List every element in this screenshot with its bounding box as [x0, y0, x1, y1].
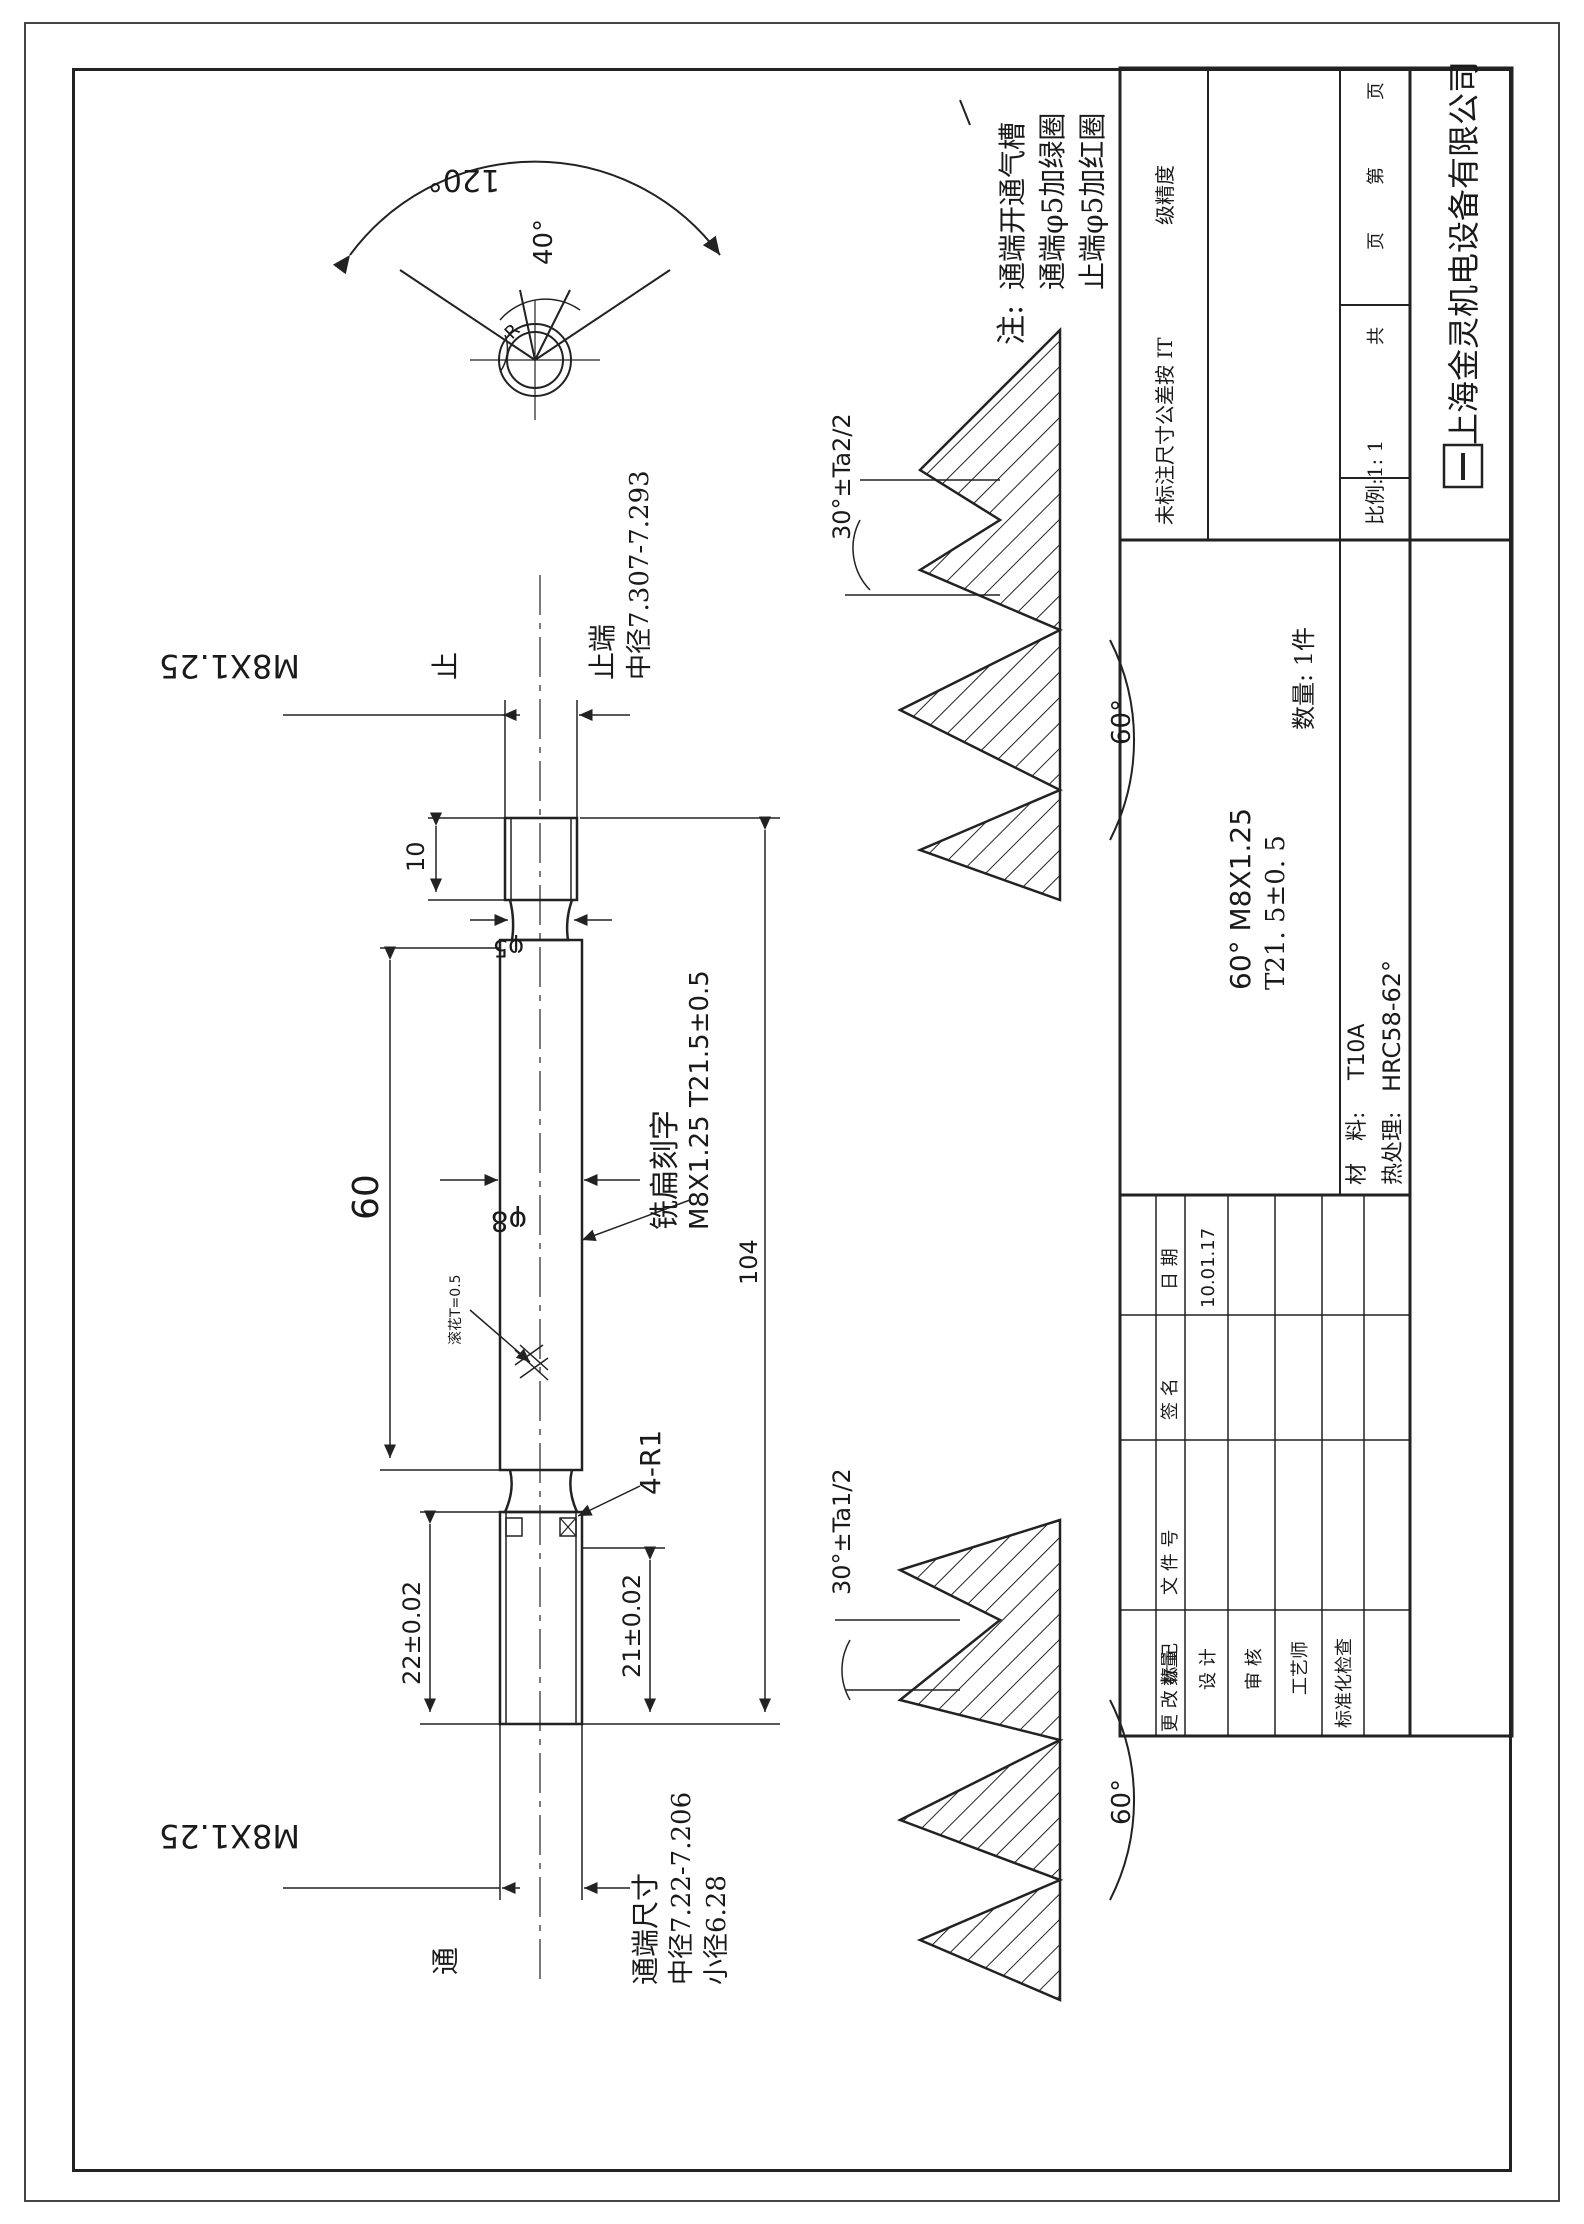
thread-nogo: M8X1.25	[159, 647, 300, 685]
scale-text: 比例:1: 1	[1363, 440, 1387, 525]
thread-profile-nogo	[845, 326, 1135, 902]
angle-120-label: 120°	[428, 162, 500, 197]
material-label: 材 料:	[1345, 1112, 1370, 1185]
role-review: 审 核	[1244, 1648, 1265, 1690]
dim-phi8: φ8	[491, 1205, 527, 1238]
grade-text: 级精度	[1153, 165, 1177, 225]
dim-4r1: 4-R1	[634, 1430, 667, 1495]
go-size-title: 通端尺寸	[629, 1873, 662, 1985]
role-design: 设 计	[1198, 1648, 1219, 1690]
go-pitch-dia: 中径7.22-7.206	[667, 1792, 697, 1985]
thread-go: M8X1.25	[159, 1817, 300, 1855]
title-block	[1118, 66, 1514, 1738]
header-date: 日 期	[1160, 1248, 1181, 1290]
pages-unit-label: 页	[1366, 232, 1387, 250]
go-minor-dia: 小径6.28	[702, 1875, 732, 1985]
angle-60-nogo: 60°	[1107, 699, 1137, 745]
quantity-text: 数量: 1件	[1290, 627, 1318, 730]
header-document: 文 件 号	[1160, 1530, 1181, 1595]
nogo-marker: 止	[429, 652, 462, 680]
material-value: T10A	[1345, 1024, 1370, 1081]
notes: 注: 通端开通气槽 通端φ5加绿圈 止端φ5加红圈	[959, 99, 1109, 345]
thread-angle-labels: 60° 60° 30°±Ta2/2 30°±Ta1/2	[828, 413, 1137, 1825]
header-signature: 签 名	[1160, 1378, 1181, 1420]
outer-frame	[24, 22, 1560, 2202]
title-line-1: 60° M8X1.25	[1224, 808, 1257, 990]
angle-60-go: 60°	[1107, 1779, 1137, 1825]
heat-label: 热处理:	[1381, 1112, 1406, 1185]
go-marker: 通	[429, 1947, 462, 1975]
note-3: 止端φ5加红圈	[1076, 113, 1109, 290]
note-prefix: 注:	[995, 305, 1030, 345]
header-revision: 更 改 标 记	[1160, 1643, 1181, 1732]
flat-engrave-label: 铣扁刻字	[648, 1110, 683, 1230]
heat-value: HRC58-62°	[1378, 960, 1406, 1092]
header-quantity: 数量	[1160, 1650, 1181, 1686]
dim-10: 10	[402, 841, 430, 872]
company-name: 上海金灵机电设备有限公司	[1445, 61, 1483, 445]
page-unit-label: 页	[1366, 82, 1387, 100]
dim-104: 104	[735, 1239, 763, 1285]
dimension-lines	[283, 700, 780, 1900]
dim-21: 21±0.02	[618, 1574, 646, 1678]
role-standard: 标准化检查	[1334, 1638, 1355, 1728]
end-view	[332, 160, 721, 420]
tolerance-note: 未标注尺寸公差按 IT	[1153, 337, 1177, 525]
half-angle-go: 30°±Ta1/2	[828, 1468, 856, 1595]
dim-22: 22±0.02	[398, 1581, 426, 1685]
angle-40-label: 40°	[529, 219, 559, 265]
plug-gauge	[498, 575, 584, 1980]
note-1: 通端开通气槽	[996, 122, 1029, 290]
engrave-text: M8X1.25 T21.5±0.5	[685, 970, 715, 1230]
company-logo	[1442, 443, 1484, 489]
dim-60: 60	[346, 1174, 387, 1220]
half-angle-nogo: 30°±Ta2/2	[828, 413, 856, 540]
total-pages-label: 共	[1366, 327, 1387, 345]
design-date: 10.01.17	[1198, 1228, 1219, 1308]
nogo-title: 止端	[586, 624, 619, 680]
nogo-pitch-dia: 中径7.307-7.293	[625, 470, 655, 680]
title-block-text: 未标注尺寸公差按 IT 级精度 60° M8X1.25 T21. 5±0. 5 …	[1153, 61, 1484, 1732]
role-process: 工艺师	[1290, 1641, 1311, 1695]
note-2: 通端φ5加绿圈	[1036, 113, 1069, 290]
knurl-label: 滚花T=0.5	[447, 1274, 464, 1345]
dim-phi5: φ5	[493, 934, 524, 962]
dimension-labels: 104 60 10 22±0.02 21±0.02 φ5 φ8 4-R1 滚花T…	[159, 470, 763, 1985]
page-no-label: 第	[1366, 167, 1387, 185]
thread-profile-go	[835, 1518, 1135, 2002]
title-line-2: T21. 5±0. 5	[1261, 835, 1291, 990]
